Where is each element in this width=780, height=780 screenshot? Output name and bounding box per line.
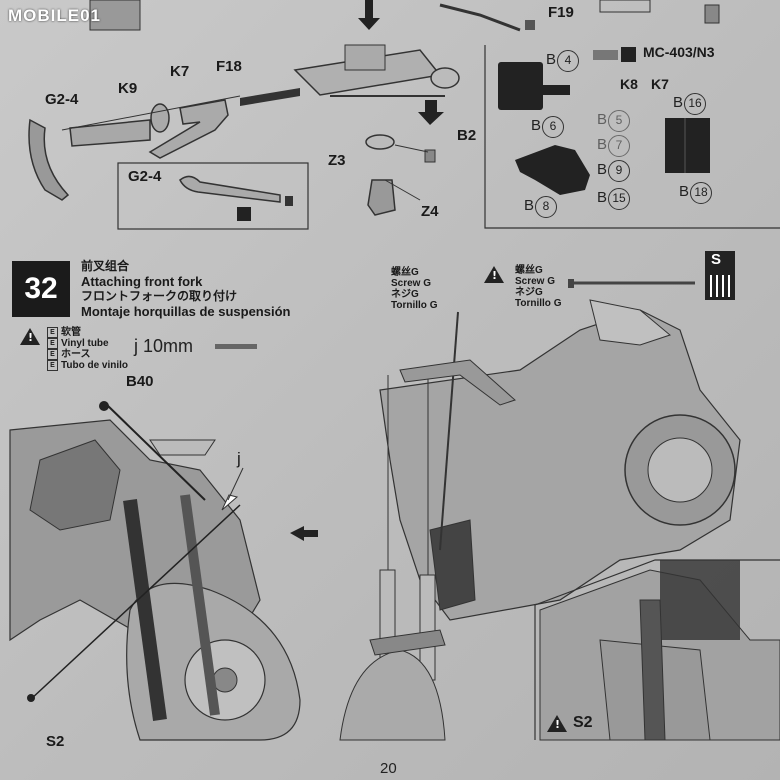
part-label-s2: S2 [46,733,65,750]
step-title-jp: フロントフォークの取り付け [81,289,238,303]
decal-code: MC-403/N3 [643,44,715,60]
vinyl-tube-swatch [215,344,257,349]
part-label-b40: B40 [126,373,154,390]
screw-note-1: 螺丝G Screw G ネジG Tornillo G [391,267,438,311]
step-title-block: 前叉组合 Attaching front fork フロントフォークの取り付け … [81,259,290,319]
lever-guard-part [28,118,70,201]
left-arrow-icon [290,526,318,541]
tube-spec: j 10mm [134,336,194,356]
down-arrow-icon [358,0,380,30]
warning-icon-2 [484,266,504,288]
part-label-z3: Z3 [328,152,346,169]
part-label-g2-4-box: G2-4 [128,168,162,185]
g2-4-detail-box [117,162,309,230]
step-title-cn: 前叉组合 [81,259,130,273]
screw-note-2: 螺丝G Screw G ネジG Tornillo G [515,265,562,309]
grip-part [69,119,151,147]
part-label-k9: K9 [118,80,138,97]
part-label-z4: Z4 [421,203,439,220]
part-label-j: j [237,449,241,468]
part-label-k7: K7 [170,63,190,80]
warning-icon-3 [547,715,567,737]
part-label-f19: F19 [548,4,574,21]
part-black-assembly [515,145,590,195]
part-label-g2-4: G2-4 [45,91,79,108]
paint-icon [237,207,251,221]
part-label-b2: B2 [457,127,477,144]
decal-group-k8: K8 [620,76,638,92]
decal-group-k7: K7 [651,76,669,92]
step-title-es: Montaje horquillas de suspensión [81,304,291,319]
decal-panel-border [484,45,780,229]
screw-badge-letter: S [711,251,722,268]
step-title-en: Attaching front fork [81,274,203,289]
part-black-cover [665,118,710,173]
lever-part [148,99,229,159]
watermark-logo: MOBILE01 [8,6,102,25]
up-arrow-icon [418,100,444,125]
part-label-s2-inset: S2 [573,714,593,731]
part-label-f18: F18 [216,58,242,75]
warning-icon [20,328,40,350]
step-number: 32 [12,261,70,317]
fork-tube-left [123,499,167,721]
paint-icon-2 [621,47,636,62]
page-number: 20 [380,760,397,777]
